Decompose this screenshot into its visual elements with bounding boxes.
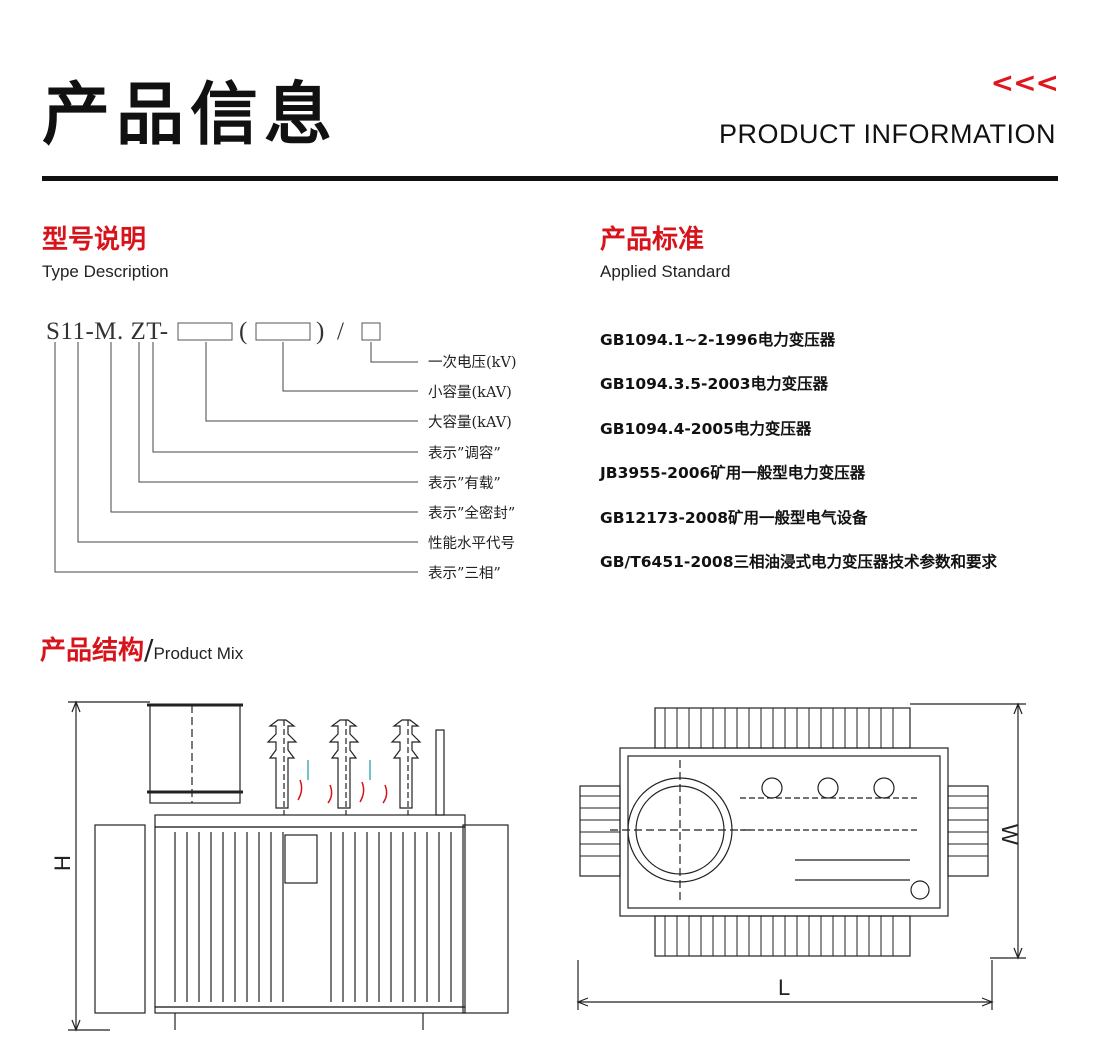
model-prefix: S11-M. ZT- [46,318,169,345]
page-title: 产品信息 [42,76,339,155]
type-description-title: 型号说明 [42,225,147,255]
legend-item: 表示”全密封” [428,506,516,522]
legend-item: 表示”有载” [428,476,501,492]
transformer-top-view: W L [576,702,1026,1010]
standard-item: GB12173-2008矿用一般型电气设备 [600,509,868,527]
model-slash: / [337,318,345,345]
product-mix-separator: / [144,633,154,666]
product-mix-title: 产品结构 [40,636,145,666]
model-box-1 [177,322,233,341]
applied-standard-subtitle: Applied Standard [600,262,731,281]
model-box-3 [361,322,381,341]
model-box-2 [255,322,311,341]
decorative-arrows: <<< [990,66,1059,99]
standard-item: JB3955-2006矿用一般型电力变压器 [600,464,866,482]
fin-lines [580,708,988,956]
legend-item: 小容量(kAV) [428,385,512,401]
standard-item: GB1094.3.5-2003电力变压器 [600,375,829,393]
height-label: H [50,855,75,871]
legend-item: 表示”三相” [428,566,501,582]
header-divider [42,176,1058,181]
model-diagram [54,322,418,573]
type-description-subtitle: Type Description [42,262,169,281]
legend-item: 性能水平代号 [428,536,515,552]
model-code: S11-M. ZT- [46,318,169,346]
product-mix-subtitle: Product Mix [153,644,244,663]
transformer-front-view: H [50,700,509,1032]
standard-item: GB1094.1~2-1996电力变压器 [600,331,836,349]
legend-item: 表示”调容” [428,446,501,462]
length-label: L [778,975,790,1000]
bushings [266,719,422,815]
legend-item: 一次电压(kV) [428,355,517,371]
radiator-fins [174,832,452,1002]
lead-wires [297,779,388,804]
page-title-en: PRODUCT INFORMATION [719,119,1056,149]
width-label: W [997,824,1022,845]
product-mix-header: 产品结构/Product Mix [40,633,243,666]
standard-item: GB1094.4-2005电力变压器 [600,420,812,438]
model-open-paren: ( [239,318,248,345]
legend-item: 大容量(kAV) [428,415,512,431]
model-leader-lines [54,342,418,573]
applied-standard-title: 产品标准 [600,225,705,255]
model-close-paren: ) [316,318,325,345]
applied-standard-header: 产品标准 Applied Standard [600,227,730,282]
standard-item: GB/T6451-2008三相油浸式电力变压器技术参数和要求 [600,553,997,571]
type-description-header: 型号说明 Type Description [42,227,169,282]
